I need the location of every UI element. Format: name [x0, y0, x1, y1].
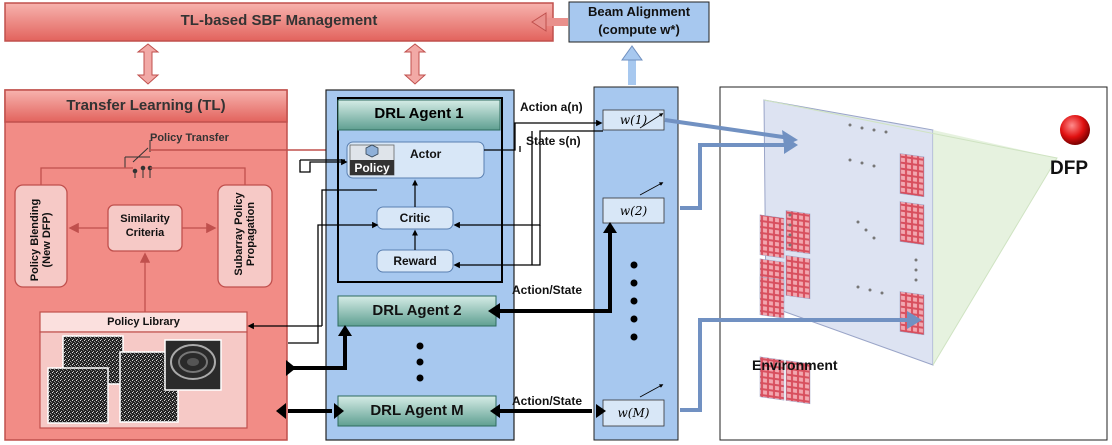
policy-transfer-label: Policy Transfer: [150, 132, 229, 144]
drl-agent-2-title: DRL Agent 2: [372, 302, 462, 319]
w1-label: w(1): [619, 113, 648, 127]
policy-library-label: Policy Library: [107, 316, 180, 328]
action-label: Action a(n): [520, 100, 583, 114]
dfp-sphere: [1060, 115, 1090, 145]
environment-label: Environment: [752, 357, 838, 373]
critic-label: Critic: [399, 211, 431, 225]
double-arrow-tl: [136, 43, 160, 85]
subarray-label: Subarray Policy Propagation: [233, 192, 257, 276]
w2-label: w(2): [619, 204, 648, 218]
tl-title: Transfer Learning (TL): [66, 97, 226, 114]
policy-blending-label: Policy Blending (New DFP): [29, 198, 53, 282]
array-dots: [788, 123, 918, 295]
action-state-label-2: Action/State: [512, 394, 583, 408]
policy-tag: Policy: [354, 161, 390, 175]
beam-alignment-label: Beam Alignment: [587, 4, 691, 19]
wM-label: w(M): [617, 406, 650, 420]
actor-label: Actor: [410, 147, 442, 161]
sbf-management-label: TL-based SBF Management: [180, 12, 378, 29]
drl-agent-2-box: [337, 295, 497, 327]
w1-box: [602, 109, 665, 131]
beam-alignment-box: [568, 1, 710, 43]
drl-agent-1-title: DRL Agent 1: [374, 105, 464, 122]
beam-alignment-sub: (compute w*): [598, 22, 680, 37]
double-arrow-drl: [403, 43, 427, 85]
policy-cube-icon: [365, 144, 379, 158]
similarity-label: Similarity Criteria: [120, 213, 170, 239]
reward-label: Reward: [393, 254, 437, 268]
action-state-label-1: Action/State: [512, 283, 583, 297]
subarray-tiles: [759, 153, 925, 405]
state-label: State s(n): [526, 134, 581, 148]
w2-box: [602, 197, 665, 224]
policy-transfer-switch: [124, 140, 153, 178]
policy-images: [47, 335, 222, 424]
dfp-label: DFP: [1050, 158, 1088, 179]
sbf-management-bar: [4, 2, 554, 42]
drl-agent-m-title: DRL Agent M: [370, 402, 464, 419]
